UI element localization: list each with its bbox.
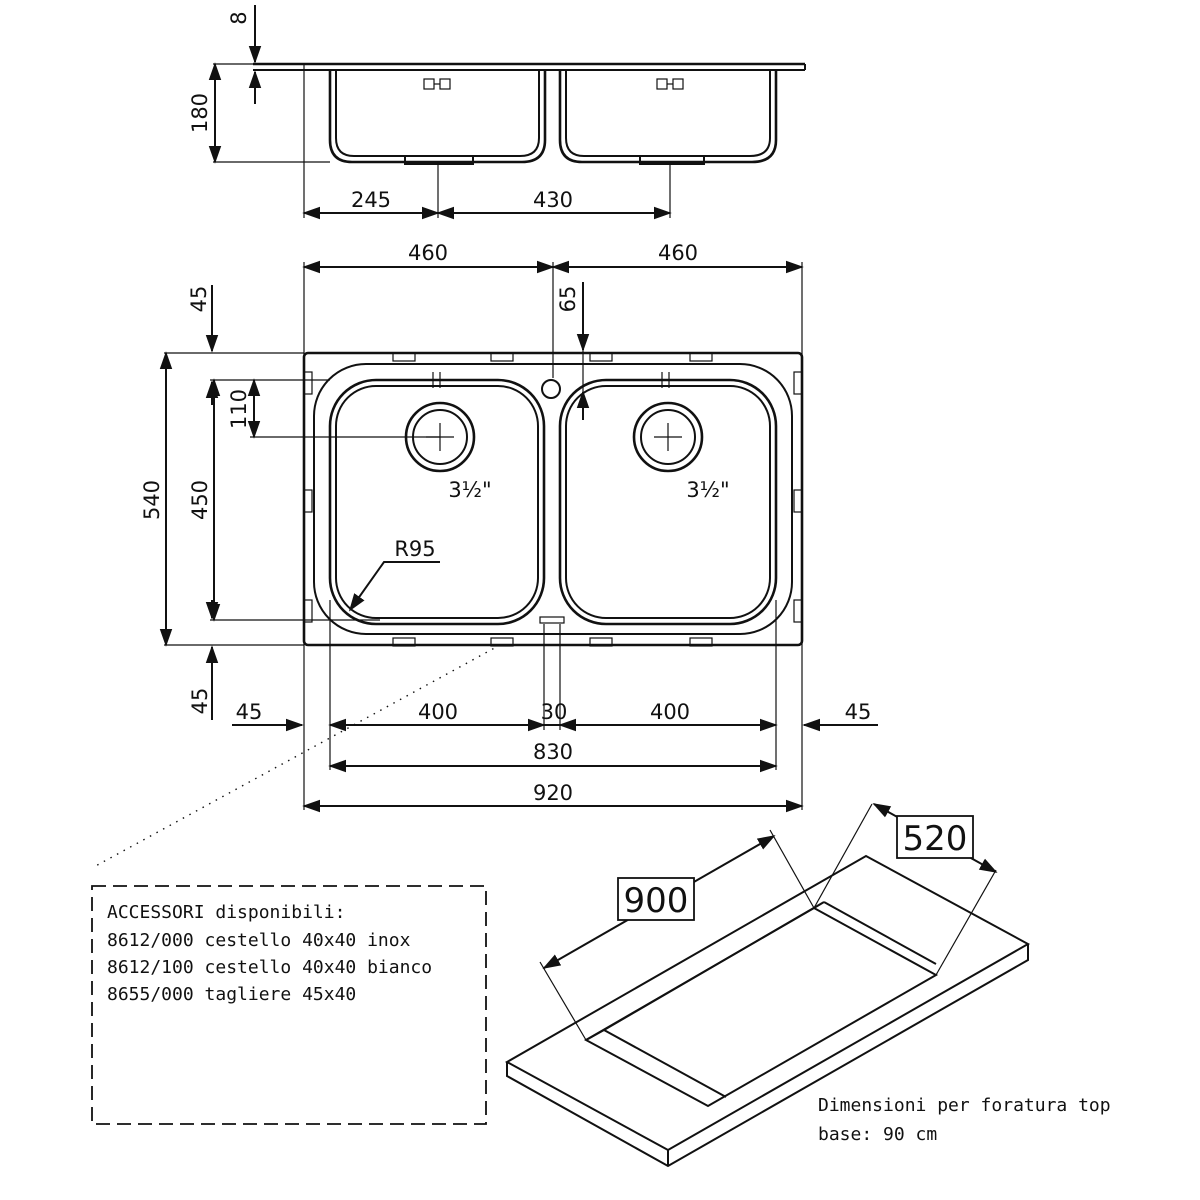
dim-bowl-height: 450: [188, 480, 212, 520]
cutout-isometric: 900 520: [504, 803, 1031, 1168]
drain-size-right: 3½": [686, 478, 729, 502]
dim-thickness: 8: [227, 11, 251, 24]
dim-top-right: 460: [658, 241, 698, 265]
dim-top-left: 460: [408, 241, 448, 265]
plan-view: 460 460 65 45 540 450 110 45 R95 3½" 3½": [140, 241, 878, 813]
cutout-caption-line1: Dimensioni per foratura top: [818, 1095, 1111, 1116]
dim-depth: 180: [188, 93, 212, 133]
dim-right-margin: 45: [845, 700, 872, 724]
fixing-clip-icon: [303, 352, 803, 647]
section-view: 180 8 245 430: [188, 5, 806, 220]
dim-bowl-left: 400: [418, 700, 458, 724]
accessory-item: 8612/000 cestello 40x40 inox: [107, 930, 411, 951]
cutout-width: 900: [624, 881, 689, 921]
cutout-caption-line2: base: 90 cm: [818, 1124, 937, 1145]
dim-bowl-right: 400: [650, 700, 690, 724]
overflow-slot-icon: [423, 78, 451, 90]
dim-divider: 30: [541, 700, 568, 724]
accessory-item: 8655/000 tagliere 45x40: [107, 984, 356, 1005]
accessory-item: 8612/100 cestello 40x40 bianco: [107, 957, 432, 978]
dim-tap-offset: 65: [556, 286, 580, 313]
overflow-mark-icon: [424, 372, 684, 388]
dim-margin-top: 45: [187, 286, 211, 313]
accessory-leader: [91, 644, 501, 869]
dim-drain-left: 245: [351, 188, 391, 212]
dim-inner-total: 830: [533, 740, 573, 764]
dim-height-total: 540: [140, 480, 164, 520]
accessories-title: ACCESSORI disponibili:: [107, 902, 345, 923]
dim-overall: 920: [533, 781, 573, 805]
accessories-box: ACCESSORI disponibili: 8612/000 cestello…: [91, 885, 487, 1125]
dim-left-margin: 45: [236, 700, 263, 724]
drain-right-icon: [632, 401, 704, 473]
cutout-depth: 520: [903, 819, 968, 859]
overflow-slot-icon: [656, 78, 684, 90]
drain-size-left: 3½": [448, 478, 491, 502]
dim-radius: R95: [394, 537, 435, 561]
dim-drain-pitch: 430: [533, 188, 573, 212]
dim-margin-bottom: 45: [188, 688, 212, 715]
tap-hole-icon: [541, 379, 561, 399]
dim-drain-offset: 110: [227, 389, 251, 429]
